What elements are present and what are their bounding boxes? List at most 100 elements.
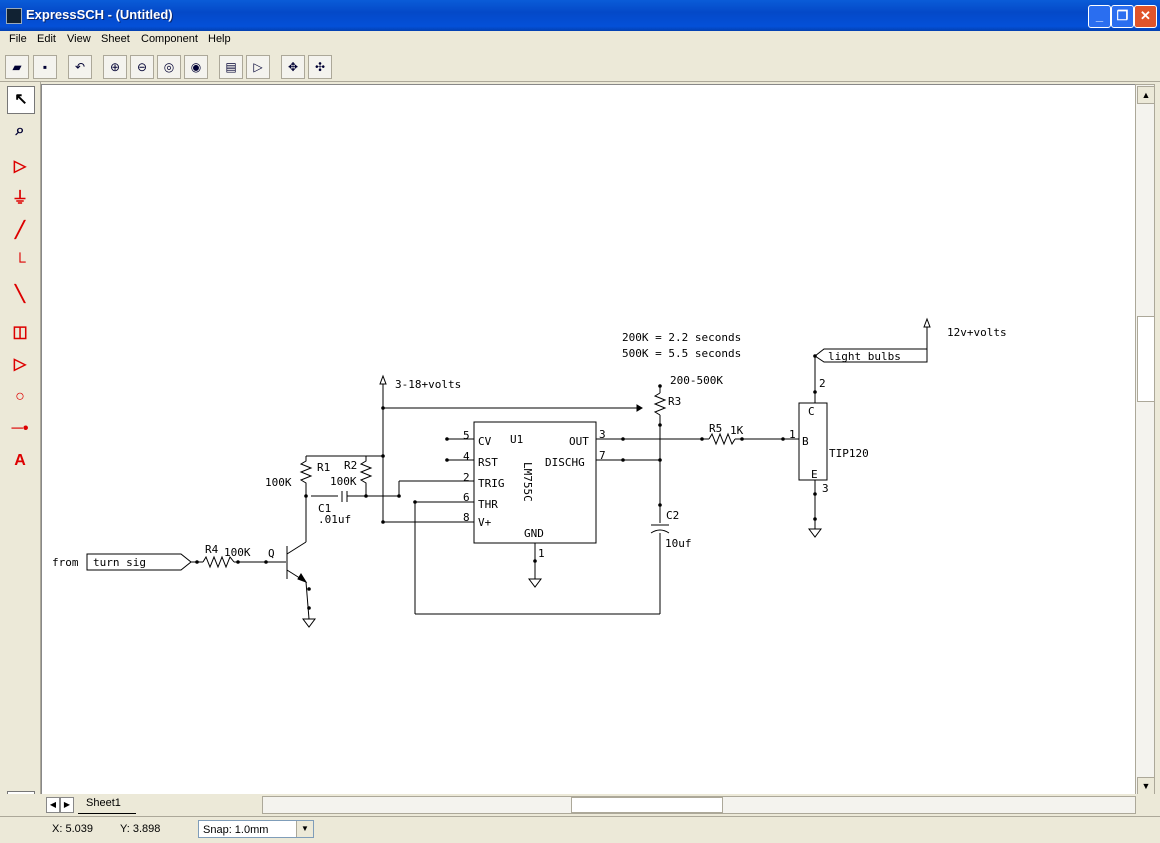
zoom-in-icon[interactable]: ⊕ <box>103 55 127 79</box>
export-icon[interactable]: ▷ <box>246 55 270 79</box>
tip120-pin3-number: 3 <box>822 482 829 495</box>
u1-ref-label: U1 <box>510 433 523 446</box>
tool-palette: ↖ ⌕ ▷ ⏚ ╱ └ ╲ ◫ ▷ ○ ─• A ↘ <box>0 82 41 819</box>
scroll-up-icon[interactable]: ▲ <box>1137 86 1155 104</box>
title-bar: ExpressSCH - (Untitled) _ ❐ ✕ <box>0 0 1160 31</box>
zoom-select-icon[interactable]: ⌕ <box>15 122 25 139</box>
pin-5-number: 5 <box>463 429 470 442</box>
zoom-out-icon[interactable]: ⊖ <box>130 55 154 79</box>
horizontal-scrollbar[interactable] <box>262 796 1136 814</box>
chevron-down-icon[interactable]: ▼ <box>296 821 313 837</box>
menu-component[interactable]: Component <box>141 33 198 45</box>
r5-ref-label: R5 <box>709 422 722 435</box>
sheet-next-icon[interactable]: ▶ <box>60 797 74 813</box>
pin-vplus-label: V+ <box>478 516 492 529</box>
bus-icon[interactable]: └ <box>14 254 26 271</box>
minimize-button[interactable]: _ <box>1088 5 1111 28</box>
q-ref-label: Q <box>268 547 275 560</box>
supply-12v-label: 12v+volts <box>947 326 1007 339</box>
scroll-down-icon[interactable]: ▼ <box>1137 777 1155 795</box>
r3-value-label: 200-500K <box>670 374 723 387</box>
pin-icon[interactable]: ─• <box>11 420 29 437</box>
text-icon[interactable]: A <box>14 452 26 469</box>
tip120-c-label: C <box>808 405 815 418</box>
vertical-scrollbar[interactable]: ▲ ▼ <box>1135 84 1155 796</box>
component-icon[interactable]: ▷ <box>13 158 27 175</box>
undo-icon[interactable]: ↶ <box>68 55 92 79</box>
sheet-prev-icon[interactable]: ◀ <box>46 797 60 813</box>
cursor-x-readout: X: 5.039 <box>52 823 93 835</box>
zoom-area-icon[interactable]: ◎ <box>157 55 181 79</box>
pin-4-number: 4 <box>463 450 470 463</box>
menu-edit[interactable]: Edit <box>37 33 56 45</box>
menu-sheet[interactable]: Sheet <box>101 33 130 45</box>
u1-part-label: LM755C <box>521 462 534 502</box>
ground-icon[interactable]: ⏚ <box>11 190 28 207</box>
horizontal-scroll-thumb[interactable] <box>571 797 723 813</box>
r1-value-label: 100K <box>265 476 292 489</box>
tip120-pin1-number: 1 <box>789 428 796 441</box>
port-icon[interactable]: ▷ <box>13 356 27 373</box>
menu-help[interactable]: Help <box>208 33 231 45</box>
menu-view[interactable]: View <box>67 33 91 45</box>
pin-out-label: OUT <box>569 435 589 448</box>
c2-ref-label: C2 <box>666 509 679 522</box>
pin-cv-label: CV <box>478 435 492 448</box>
r1-ref-label: R1 <box>317 461 330 474</box>
ic-icon[interactable]: ◫ <box>12 324 28 341</box>
pin-thr-label: THR <box>478 498 498 511</box>
tip120-part-label: TIP120 <box>829 447 869 460</box>
r3-ref-label: R3 <box>668 395 681 408</box>
timing-note-1: 200K = 2.2 seconds <box>622 331 741 344</box>
wire-icon[interactable]: ╱ <box>15 222 25 239</box>
input-prefix-label: from <box>52 556 79 569</box>
timing-note-2: 500K = 5.5 seconds <box>622 347 741 360</box>
r4-value-label: 100K <box>224 546 251 559</box>
r5-value-label: 1K <box>730 424 744 437</box>
vertical-scroll-thumb[interactable] <box>1137 316 1155 402</box>
pin-gnd-label: GND <box>524 527 544 540</box>
r2-value-label: 100K <box>330 475 357 488</box>
tip120-e-label: E <box>811 468 818 481</box>
pin-dischg-label: DISCHG <box>545 456 585 469</box>
tip120-pin2-number: 2 <box>819 377 826 390</box>
close-button[interactable]: ✕ <box>1134 5 1157 28</box>
pin-rst-label: RST <box>478 456 498 469</box>
pin-trig-label: TRIG <box>478 477 505 490</box>
line-icon[interactable]: ╲ <box>15 286 25 303</box>
r2-ref-label: R2 <box>344 459 357 472</box>
tip120-b-label: B <box>802 435 809 448</box>
circle-icon[interactable]: ○ <box>15 388 25 405</box>
status-bar: X: 5.039 Y: 3.898 Snap: 1.0mm ▼ <box>0 816 1160 843</box>
auto-pan-icon[interactable]: ✣ <box>308 55 332 79</box>
pin-2-number: 2 <box>463 471 470 484</box>
pin-1-number: 1 <box>538 547 545 560</box>
pin-7-number: 7 <box>599 449 606 462</box>
schematic-canvas[interactable]: 3-18+volts 12v+volts 200K = 2.2 seconds … <box>41 84 1136 796</box>
pin-6-number: 6 <box>463 491 470 504</box>
snap-select[interactable]: Snap: 1.0mm ▼ <box>198 820 314 838</box>
save-icon[interactable]: ▪ <box>33 55 57 79</box>
c1-value-label: .01uf <box>318 513 351 526</box>
pin-3-number: 3 <box>599 428 606 441</box>
properties-icon[interactable]: ▤ <box>219 55 243 79</box>
zoom-fit-icon[interactable]: ◉ <box>184 55 208 79</box>
c1-ref-label: C1 <box>318 502 331 515</box>
c2-value-label: 10uf <box>665 537 692 550</box>
menu-bar: File Edit View Sheet Component Help <box>0 31 1160 51</box>
open-icon[interactable]: ▰ <box>5 55 29 79</box>
app-icon <box>6 8 22 24</box>
supply-3-18-label: 3-18+volts <box>395 378 461 391</box>
pin-8-number: 8 <box>463 511 470 524</box>
schematic-drawing: 3-18+volts 12v+volts 200K = 2.2 seconds … <box>52 317 1007 628</box>
pan-icon[interactable]: ✥ <box>281 55 305 79</box>
select-arrow-icon[interactable]: ↖ <box>7 86 35 114</box>
sheet-tab-bar: ◀ ▶ Sheet1 <box>0 794 1160 816</box>
menu-file[interactable]: File <box>9 33 27 45</box>
window-title: ExpressSCH - (Untitled) <box>26 7 173 22</box>
r4-ref-label: R4 <box>205 543 219 556</box>
cursor-y-readout: Y: 3.898 <box>120 823 161 835</box>
restore-button[interactable]: ❐ <box>1111 5 1134 28</box>
snap-value: Snap: 1.0mm <box>203 824 269 836</box>
tab-sheet1[interactable]: Sheet1 <box>78 795 136 814</box>
